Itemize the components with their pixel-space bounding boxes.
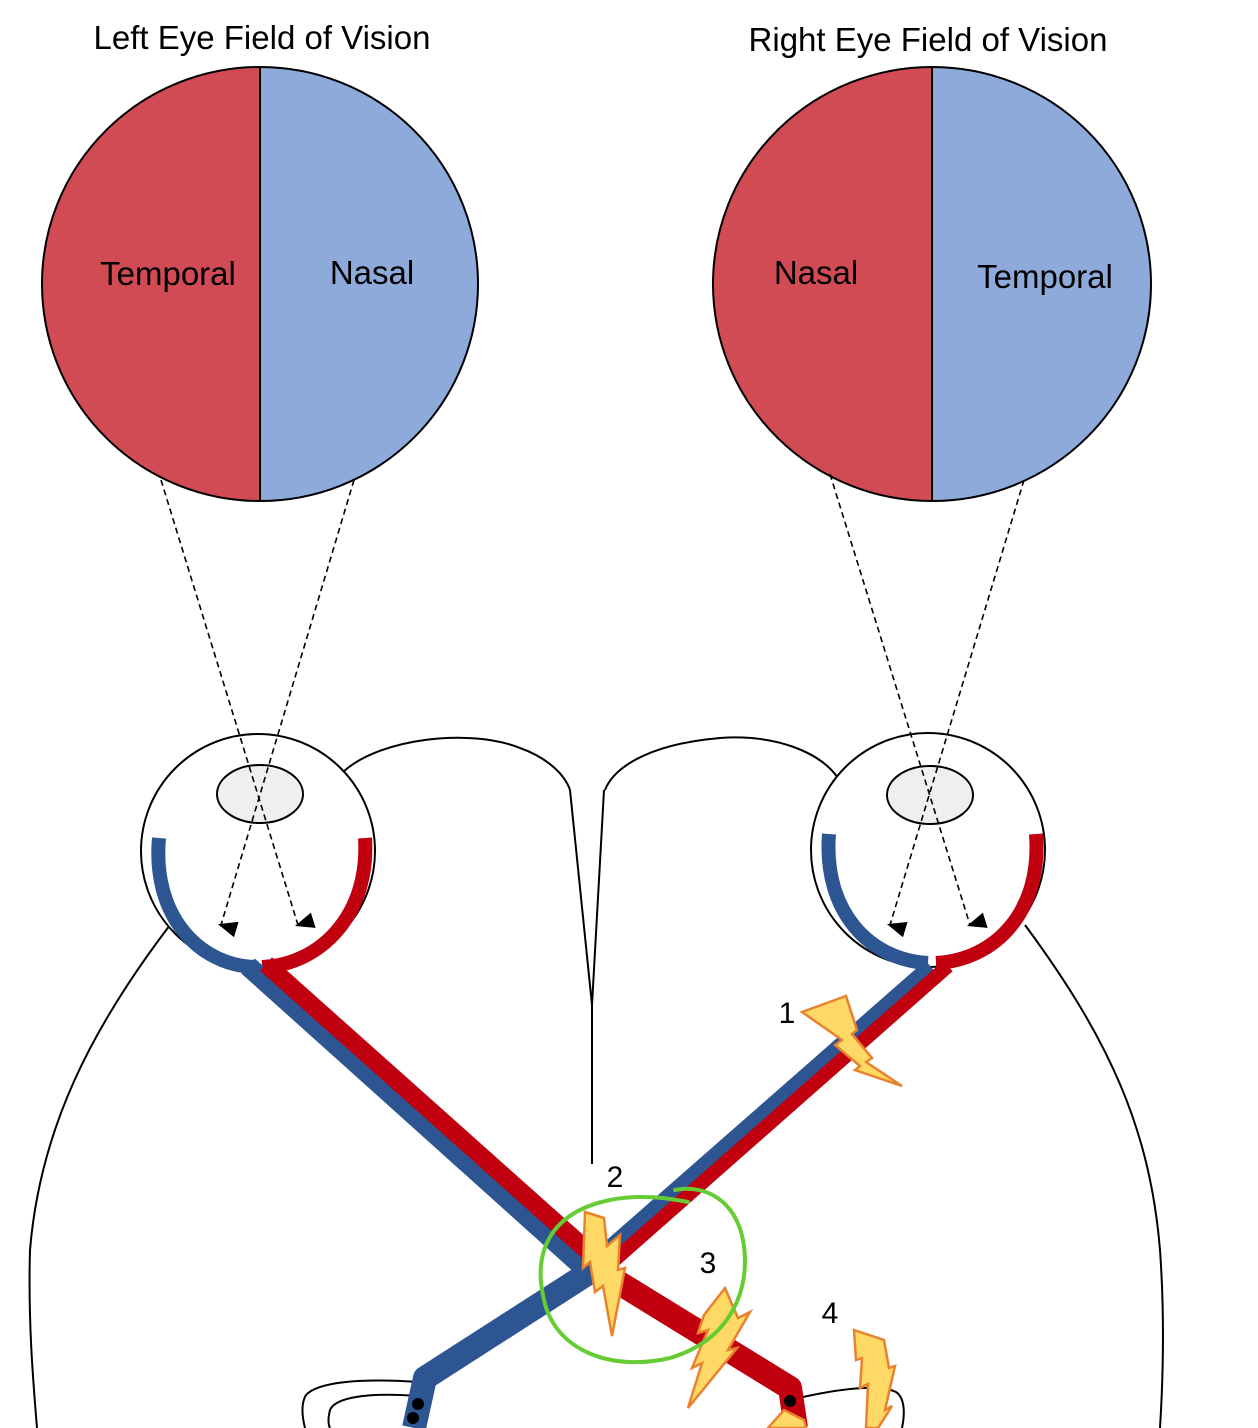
left-eye-field-title: Left Eye Field of Vision <box>94 19 431 56</box>
right-field-temporal-label: Temporal <box>977 258 1113 295</box>
left-field-nasal-half <box>260 67 478 501</box>
left-eye <box>140 733 376 969</box>
retinas <box>151 833 1044 974</box>
left-optic-nerve-blue <box>241 958 599 1283</box>
left-eye-field: Left Eye Field of Vision Temporal Nasal <box>41 19 479 502</box>
right-retina-red <box>935 833 1044 970</box>
left-field-nasal-label: Nasal <box>330 254 414 291</box>
right-eye <box>810 732 1046 968</box>
lightning-icon <box>766 1408 808 1428</box>
lightning-icon <box>799 994 903 1088</box>
right-field-nasal-half <box>713 67 932 501</box>
right-field-nasal-label: Nasal <box>774 254 858 291</box>
right-eye-field: Right Eye Field of Vision Nasal Temporal <box>712 21 1152 502</box>
left-retina-red <box>261 837 373 974</box>
brain-outline <box>28 736 1165 1428</box>
lightning-icon <box>686 1285 754 1409</box>
lesion-label-3: 3 <box>700 1247 717 1280</box>
lightning-icon <box>581 1210 627 1337</box>
left-eye-lens <box>216 764 304 824</box>
highlight-circle <box>538 1186 747 1365</box>
projection-lines <box>160 473 1025 938</box>
optic-pathways <box>241 957 953 1428</box>
left-field-temporal-half <box>42 67 260 501</box>
lesion-label-1: 1 <box>779 997 796 1030</box>
left-optic-nerve-red <box>260 957 606 1269</box>
right-eye-lens <box>886 765 974 825</box>
right-eye-field-title: Right Eye Field of Vision <box>749 21 1108 58</box>
left-retina-blue <box>151 837 256 974</box>
lesion-bolts <box>581 994 903 1428</box>
lightning-icon <box>852 1328 897 1428</box>
right-field-temporal-half <box>932 67 1151 501</box>
left-optic-tract-blue <box>402 1261 597 1428</box>
lesion-label-2: 2 <box>607 1161 624 1194</box>
right-optic-nerve-red <box>605 960 953 1270</box>
right-optic-nerve-blue <box>583 960 939 1276</box>
right-retina-blue <box>821 833 929 970</box>
lesion-label-4: 4 <box>822 1297 839 1330</box>
left-field-temporal-label: Temporal <box>100 255 236 292</box>
tract-endpoints <box>407 1395 796 1424</box>
